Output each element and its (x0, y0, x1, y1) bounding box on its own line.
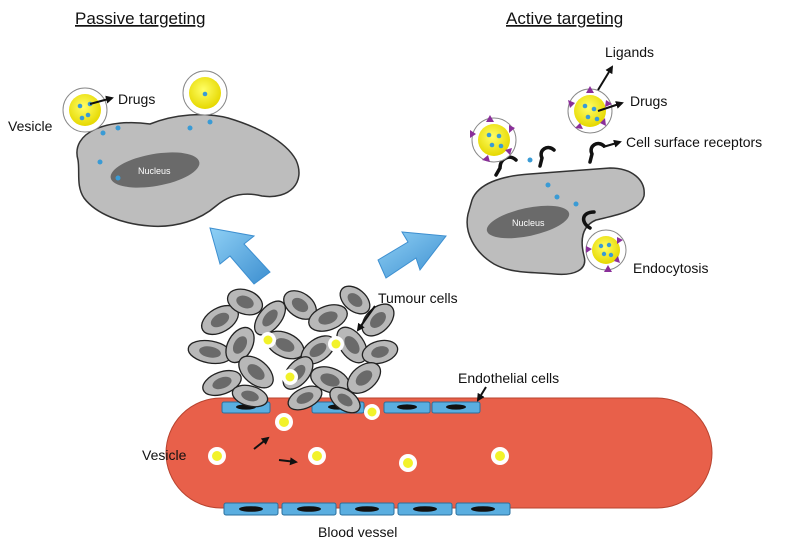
tumour-cell-nucleus (247, 364, 265, 380)
vesicle-label-top: Vesicle (8, 118, 53, 134)
tumour-cell-nucleus (318, 311, 338, 325)
passive-nucleus-label: Nucleus (138, 166, 171, 176)
tumour-cell (339, 285, 371, 315)
tumour-cell-nucleus (291, 297, 309, 313)
passive-drug-dots (97, 119, 213, 181)
drugs-arrow-passive (89, 95, 114, 105)
tumour-cell-nucleus (355, 370, 373, 386)
tumour-cell-nucleus (241, 390, 259, 402)
tumour-cell-nucleus (344, 336, 360, 354)
tumour-cell (287, 385, 323, 411)
tumour-cell-nucleus (212, 376, 232, 390)
passive-nucleus (110, 152, 200, 188)
cluster-vesicles (260, 332, 344, 385)
endothelial-cells-bottom (223, 502, 511, 516)
tumour-cell (329, 386, 361, 414)
tumour-cells-arrow (356, 305, 376, 332)
drugs-label-active: Drugs (630, 93, 667, 109)
passive-vesicle (62, 87, 108, 133)
tumour-cell-nucleus (371, 346, 389, 358)
endocytosis-label: Endocytosis (633, 260, 708, 276)
tumour-cell-nucleus (262, 309, 278, 327)
tumour-cell (226, 288, 264, 316)
tumour-cell (283, 290, 317, 320)
endothelial-cells-top (221, 401, 481, 414)
blood-vesicles (208, 404, 509, 472)
active-direction-arrow (377, 231, 447, 279)
tumour-cell-nucleus (347, 293, 363, 307)
blood-vessel-label: Blood vessel (318, 524, 397, 540)
endocytosis-vesicle (585, 229, 627, 272)
cell-surface-receptors-label: Cell surface receptors (626, 134, 762, 150)
tumour-cell-nucleus (275, 338, 295, 352)
ligands-arrow (597, 65, 614, 91)
tumour-cell (225, 326, 255, 364)
active-nucleus (486, 205, 570, 239)
vesicle-label-bottom: Vesicle (142, 447, 187, 463)
tumour-cell-nucleus (320, 373, 340, 387)
tumour-cell-nucleus (199, 346, 221, 358)
tumour-cell-nucleus (210, 312, 230, 328)
passive-cell-group: Nucleus Drugs Vesicle (8, 70, 300, 228)
tumour-cell (202, 369, 242, 397)
tumour-cell-nucleus (337, 393, 353, 407)
passive-direction-arrow (209, 227, 271, 285)
tumour-cell (308, 304, 348, 332)
tumour-cell (336, 326, 368, 364)
tumour-cell (300, 335, 336, 365)
ligand-icon (470, 115, 515, 162)
active-drug-dots (527, 157, 579, 207)
tumour-cell (201, 304, 239, 336)
ligand-vesicle-top (567, 86, 613, 134)
tumour-cell-cluster (187, 285, 399, 414)
passive-vesicle (182, 70, 228, 116)
ligand-icon (586, 237, 623, 272)
receptors-arrow (602, 139, 622, 148)
blood-vessel-group: Vesicle Blood vessel (142, 397, 713, 540)
tumour-cell (238, 355, 274, 389)
endothelial-cells-label: Endothelial cells (458, 370, 559, 386)
active-nucleus-label: Nucleus (512, 218, 545, 228)
tumour-cell (253, 300, 287, 336)
drugs-arrow-active (597, 101, 624, 112)
tumour-cell (231, 384, 269, 408)
tumour-cell-nucleus (309, 342, 327, 358)
ligand-vesicle-left (470, 115, 517, 163)
tumour-cell (361, 339, 399, 365)
ligands-label: Ligands (605, 44, 654, 60)
blood-vessel (165, 397, 713, 509)
endothelial-cells-arrow (476, 386, 487, 402)
tumour-cell-nucleus (232, 336, 248, 354)
drugs-label-passive: Drugs (118, 91, 155, 107)
active-cell-group: Nucleus (466, 44, 762, 276)
vesicle-flow-arrow-2 (278, 457, 298, 466)
passive-targeting-title: Passive targeting (75, 9, 205, 28)
tumour-cell-nucleus (296, 392, 314, 404)
active-targeting-title: Active targeting (506, 9, 623, 28)
tumour-cells-label: Tumour cells (378, 290, 458, 306)
vesicle-flow-arrow-1 (253, 436, 270, 450)
ligand-icon (568, 86, 612, 129)
tumour-cell-nucleus (236, 295, 254, 309)
tumour-cell-nucleus (370, 312, 386, 328)
